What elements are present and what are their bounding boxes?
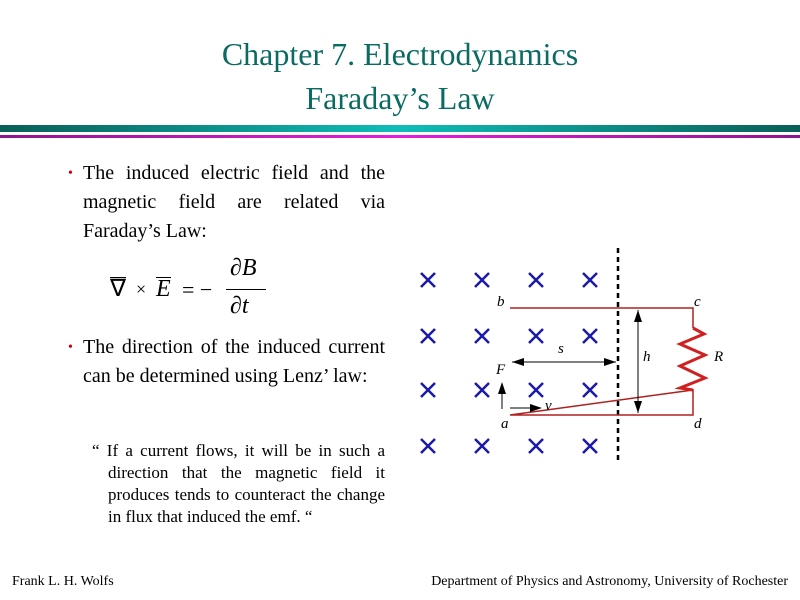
bullet-lenz: • The direction of the induced current c… <box>68 333 385 391</box>
slide-title: Chapter 7. Electrodynamics Faraday’s Law <box>0 32 800 120</box>
label-h: h <box>643 349 651 365</box>
numerator: ∂B <box>230 255 257 281</box>
field-cross-icon <box>528 438 544 454</box>
field-cross-icon <box>420 328 436 344</box>
nabla-symbol: ∇ <box>110 276 127 302</box>
field-cross-icon <box>420 438 436 454</box>
resistor <box>674 326 709 392</box>
bullet-icon: • <box>68 166 73 181</box>
circuit-loop <box>509 307 694 416</box>
label-f: F <box>495 362 506 378</box>
bullet-icon: • <box>68 340 73 355</box>
footer-author: Frank L. H. Wolfs <box>12 574 114 589</box>
field-cross-icon <box>582 272 598 288</box>
field-cross-icon <box>474 382 490 398</box>
field-cross-icon <box>582 328 598 344</box>
bullet-text: The induced electric field and the magne… <box>83 162 385 242</box>
field-cross-icon <box>474 328 490 344</box>
field-cross-icon <box>474 272 490 288</box>
field-cross-icon <box>582 438 598 454</box>
field-cross-icon <box>582 382 598 398</box>
bullet-text: The direction of the induced current can… <box>83 336 385 387</box>
equals-minus: = − <box>182 277 213 302</box>
s-arrowhead-left <box>512 358 524 366</box>
h-arrowhead-bottom <box>634 401 642 413</box>
field-cross-icon <box>474 438 490 454</box>
title-line-1: Chapter 7. Electrodynamics <box>221 36 579 72</box>
times-symbol: × <box>136 279 147 299</box>
footer-department: Department of Physics and Astronomy, Uni… <box>431 574 788 589</box>
label-r: R <box>713 349 723 365</box>
divider-bar-magenta <box>0 135 800 138</box>
label-s: s <box>558 341 564 357</box>
field-cross-icon <box>420 382 436 398</box>
label-b: b <box>497 294 505 310</box>
title-line-2: Faraday’s Law <box>305 80 495 116</box>
field-cross-icon <box>528 382 544 398</box>
h-arrowhead-top <box>634 310 642 322</box>
s-arrowhead-right <box>604 358 616 366</box>
faraday-equation: ∇ × E = − ∂B ∂t <box>110 255 270 325</box>
denominator: ∂t <box>230 293 249 319</box>
bullet-faraday: • The induced electric field and the mag… <box>68 159 385 246</box>
magnetic-field-crosses <box>420 272 598 454</box>
quote-text: “ If a current flows, it will be in such… <box>92 441 385 526</box>
field-cross-icon <box>420 272 436 288</box>
label-d: d <box>694 416 702 432</box>
label-c: c <box>694 294 701 310</box>
label-a: a <box>501 416 509 432</box>
field-cross-icon <box>528 272 544 288</box>
e-vector: E <box>156 276 171 302</box>
velocity-arrowhead <box>530 404 542 412</box>
divider-bar-teal <box>0 125 800 132</box>
field-cross-icon <box>528 328 544 344</box>
label-v: v <box>545 398 552 414</box>
lenz-quote: “ If a current flows, it will be in such… <box>92 440 385 528</box>
force-arrowhead <box>498 382 506 394</box>
